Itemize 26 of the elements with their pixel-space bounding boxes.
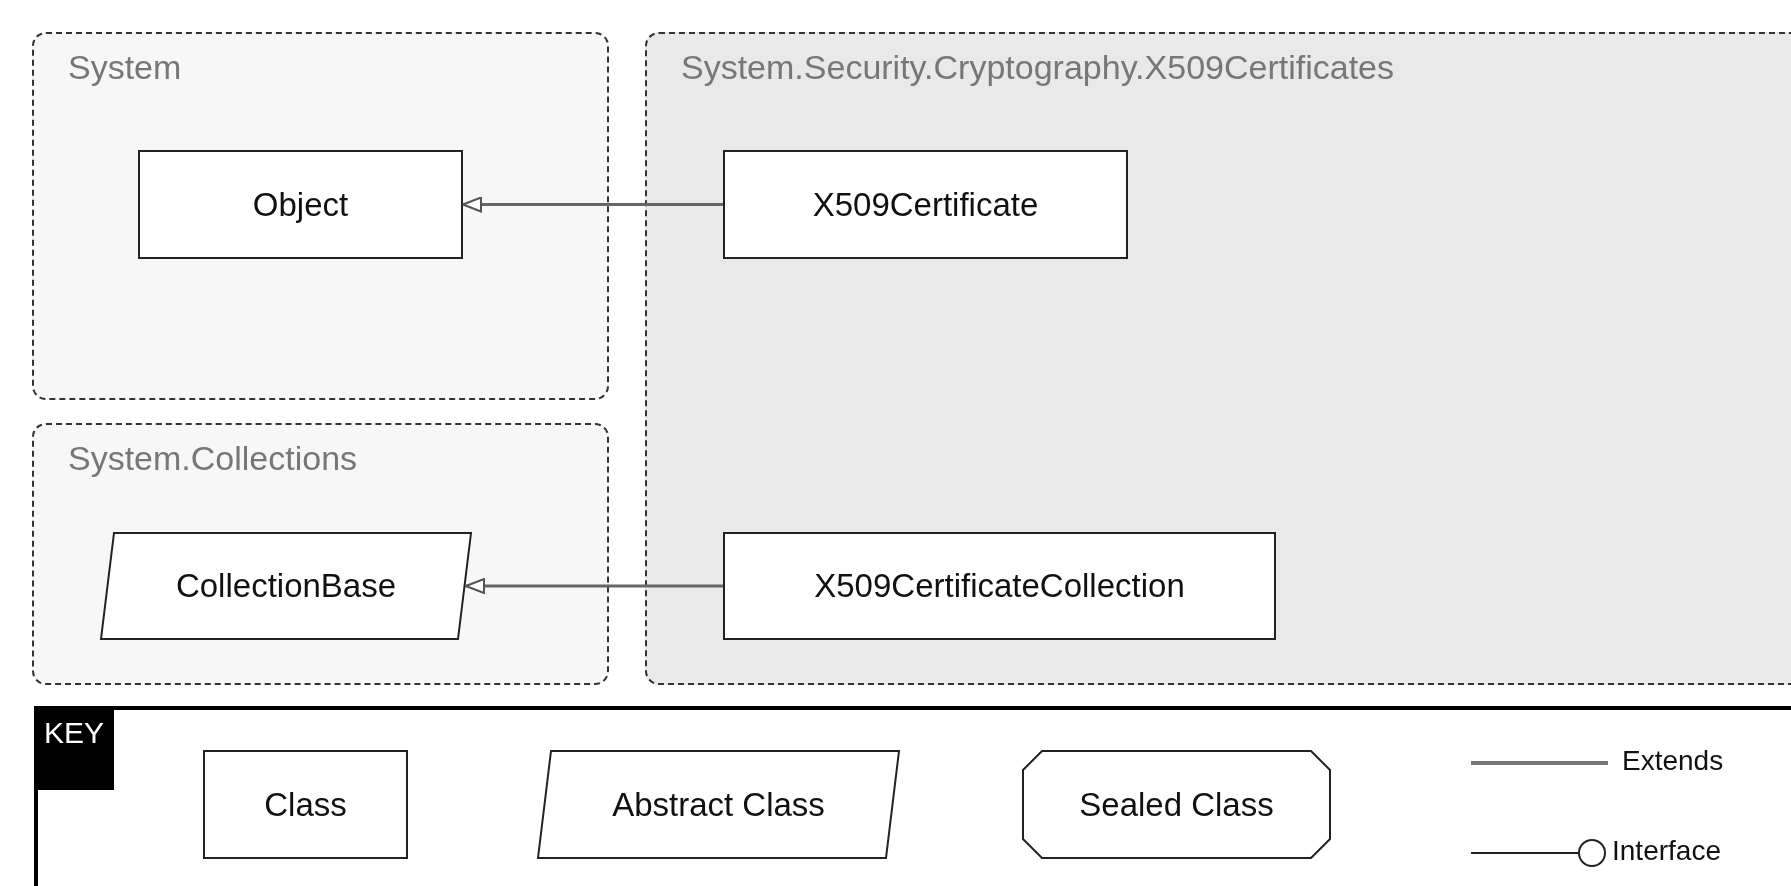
key-label: KEY <box>38 710 115 790</box>
class-name: X509Certificate <box>812 185 1039 224</box>
namespace-title: System <box>68 48 182 87</box>
class-box <box>138 150 463 259</box>
namespace-title: System.Collections <box>68 439 358 478</box>
class-name: Class <box>264 785 347 824</box>
namespace-title: System.Security.Cryptography.X509Certificates <box>681 48 1395 87</box>
extends-arrow <box>462 196 723 213</box>
namespace-group <box>32 423 609 685</box>
class-box <box>723 532 1276 640</box>
abstract-class-shape <box>100 532 472 640</box>
abstract-class-shape <box>537 750 900 859</box>
class-name: Abstract Class <box>612 785 825 824</box>
class-name: Object <box>252 185 349 224</box>
key-panel <box>34 706 1791 886</box>
legend-label: Extends <box>1622 745 1724 777</box>
sealed-class-shape <box>1022 750 1331 859</box>
class-box <box>203 750 408 859</box>
namespace-group <box>32 32 609 400</box>
class-box <box>723 150 1128 259</box>
legend-label: Interface <box>1612 835 1721 867</box>
class-name: CollectionBase <box>175 567 397 605</box>
class-name: X509CertificateCollection <box>814 567 1185 605</box>
extends-arrow <box>465 578 723 594</box>
namespace-group <box>645 32 1791 685</box>
class-name: Sealed Class <box>1079 785 1274 824</box>
